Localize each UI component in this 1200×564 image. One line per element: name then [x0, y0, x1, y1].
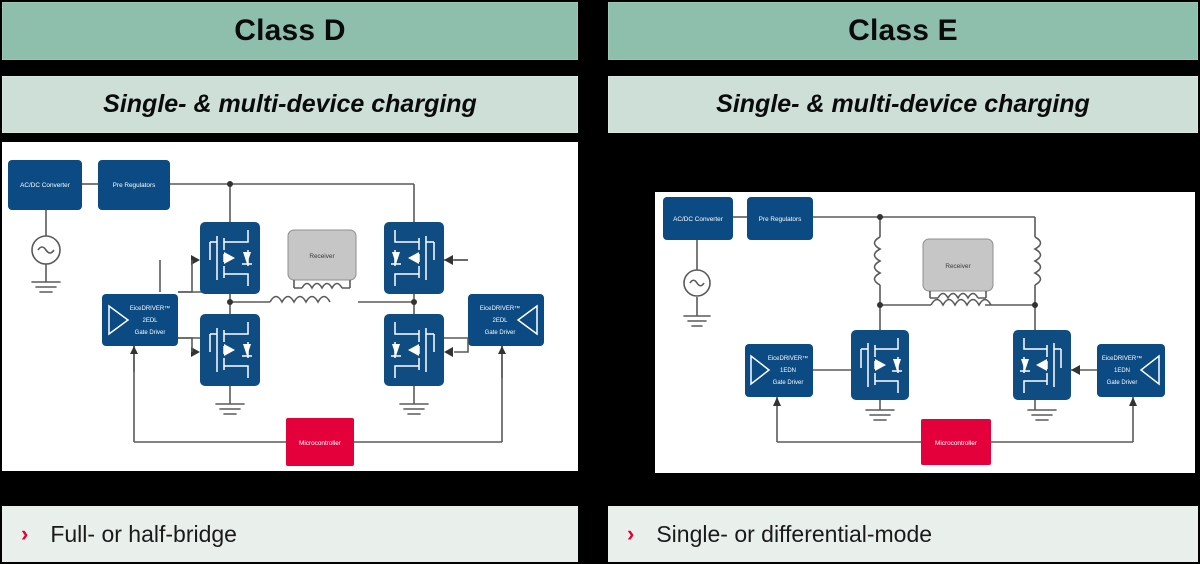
gate-driver-right-line1: EiceDRIVER™	[1102, 355, 1142, 362]
mosfet-q3	[384, 222, 444, 294]
class-d-footer-text: Full- or half-bridge	[50, 520, 237, 547]
acdc-converter-block: AC/DC Converter	[663, 197, 733, 240]
receiver-block: Receiver	[269, 229, 357, 304]
mosfet-q2	[200, 314, 260, 386]
microcontroller-label: Microcontroller	[935, 440, 978, 447]
class-e-diagram: AC/DC Converter Pre Regulators	[655, 192, 1195, 473]
pre-regulators-block: Pre Regulators	[747, 197, 813, 240]
microcontroller-block: Microcontroller	[921, 419, 991, 465]
class-e-subtitle: Single- & multi-device charging	[716, 90, 1090, 118]
microcontroller-label: Microcontroller	[299, 440, 342, 447]
receiver-block: Receiver	[922, 238, 994, 307]
gate-driver-left-line2: 2EDL	[142, 318, 158, 324]
mosfet-q1	[200, 222, 260, 294]
class-d-title: Class D	[234, 14, 346, 47]
class-d-footer-bar: › Full- or half-bridge	[2, 506, 578, 562]
mosfet-q1	[851, 330, 909, 421]
gate-signal-arrows	[1071, 365, 1080, 375]
inductor-right	[1033, 236, 1042, 286]
inductor-left	[873, 236, 882, 286]
pre-regulators-label: Pre Regulators	[113, 182, 156, 189]
class-e-footer-bar: › Single- or differential-mode	[608, 506, 1198, 562]
gate-driver-right-line2: 1EDN	[1114, 368, 1130, 374]
ac-source-symbol	[31, 235, 61, 293]
ac-source-symbol	[683, 269, 711, 327]
class-d-subtitle-bar: Single- & multi-device charging	[2, 76, 578, 133]
gate-driver-left-line3: Gate Driver	[773, 380, 804, 386]
gate-driver-right-line1: EiceDRIVER™	[480, 305, 520, 312]
class-d-header-bar: Class D	[2, 2, 578, 60]
class-e-title: Class E	[848, 14, 958, 47]
receiver-label: Receiver	[309, 253, 335, 260]
gate-driver-right: EiceDRIVER™ 1EDN Gate Driver	[1097, 344, 1165, 406]
gate-driver-right: EiceDRIVER™ 2EDL Gate Driver	[468, 294, 544, 378]
gate-driver-right-line3: Gate Driver	[1107, 380, 1138, 386]
acdc-converter-block: AC/DC Converter	[8, 160, 82, 210]
chevron-right-icon: ›	[627, 521, 635, 546]
class-e-subtitle-bar: Single- & multi-device charging	[608, 76, 1198, 133]
class-e-footer-text: Single- or differential-mode	[656, 520, 933, 547]
acdc-converter-label: AC/DC Converter	[20, 182, 71, 189]
chevron-right-icon: ›	[21, 521, 29, 546]
gate-driver-left-line1: EiceDRIVER™	[130, 305, 170, 312]
microcontroller-block: Microcontroller	[286, 418, 354, 466]
class-d-subtitle: Single- & multi-device charging	[103, 90, 477, 118]
gate-driver-right-line2: 2EDL	[492, 318, 508, 324]
receiver-label: Receiver	[945, 263, 971, 270]
class-e-header-bar: Class E	[608, 2, 1198, 60]
class-d-diagram: AC/DC Converter Pre Regulators	[2, 142, 578, 471]
gate-driver-left-line3: Gate Driver	[135, 330, 166, 336]
pre-regulators-block: Pre Regulators	[98, 160, 170, 210]
mosfet-q4	[384, 314, 444, 386]
gate-driver-left: EiceDRIVER™ 1EDN Gate Driver	[745, 344, 813, 406]
mosfet-q2	[1013, 330, 1071, 421]
ground-symbols	[215, 403, 429, 415]
gate-driver-right-line3: Gate Driver	[485, 330, 516, 336]
gate-driver-left-line2: 1EDN	[780, 368, 796, 374]
panel-class-e: Class E Single- & multi-device charging	[608, 0, 1198, 564]
acdc-converter-label: AC/DC Converter	[673, 216, 724, 223]
pre-regulators-label: Pre Regulators	[759, 216, 802, 223]
gate-driver-left: EiceDRIVER™ 2EDL Gate Driver	[102, 294, 178, 372]
panel-class-d: Class D Single- & multi-device charging	[2, 0, 578, 564]
gate-driver-left-line1: EiceDRIVER™	[768, 355, 808, 362]
gate-signal-arrows	[178, 255, 469, 357]
